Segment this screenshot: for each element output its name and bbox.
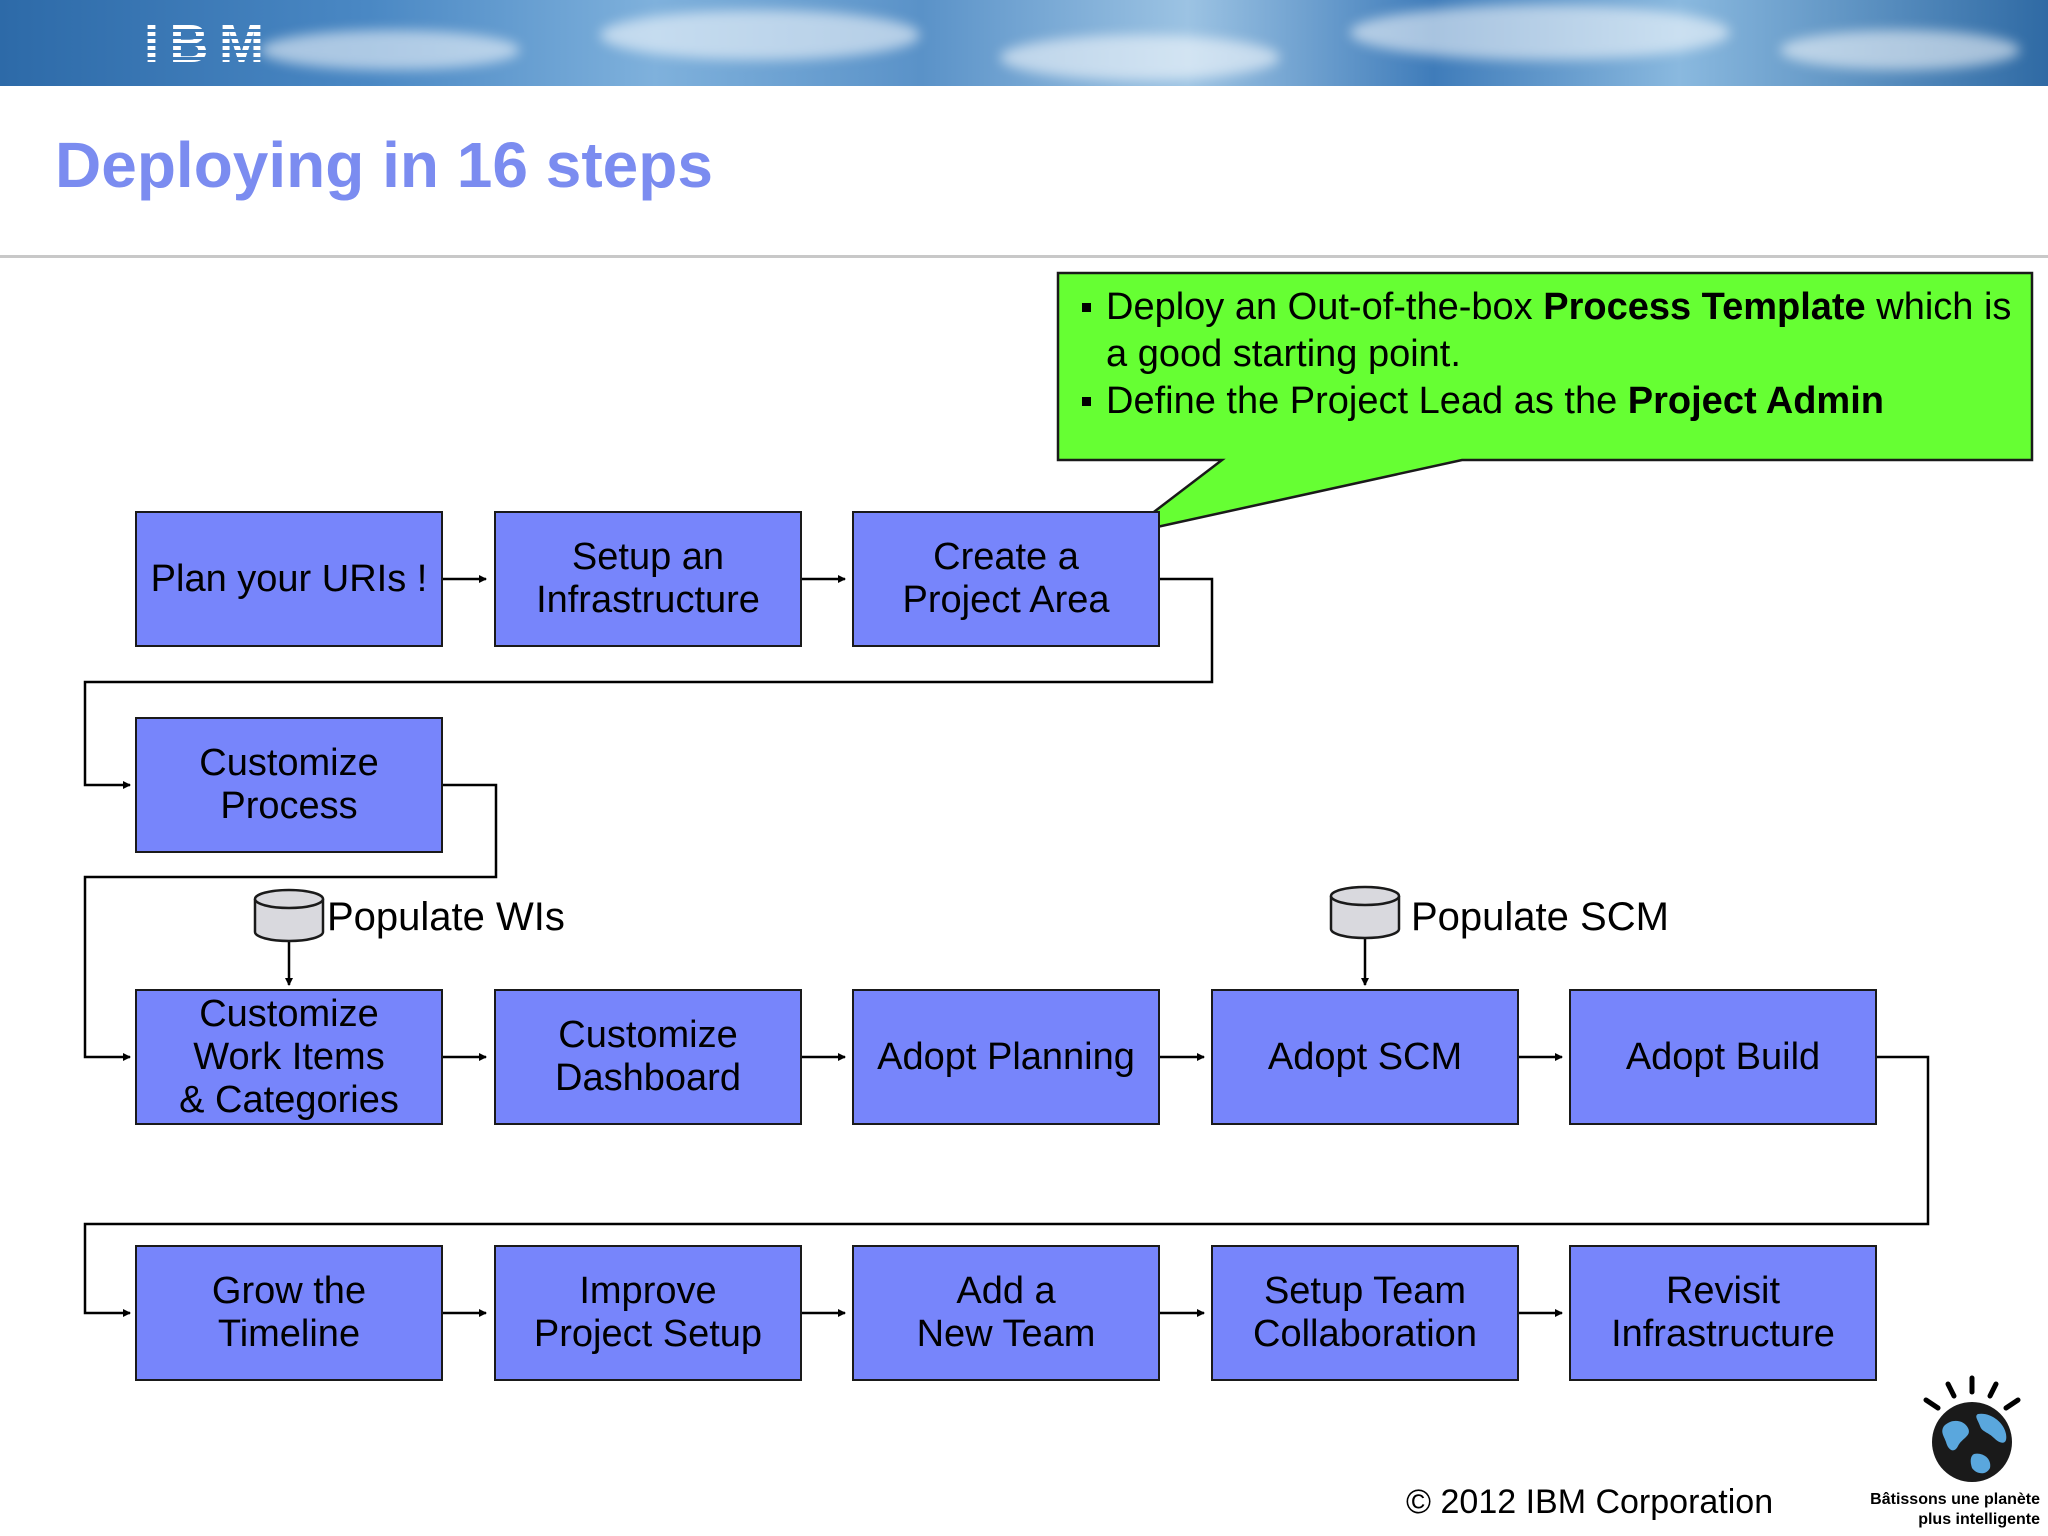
step-plan-uris: Plan your URIs ! bbox=[135, 511, 443, 647]
step-create-project-area: Create a Project Area bbox=[852, 511, 1160, 647]
header-banner: IBM bbox=[0, 0, 2048, 86]
connector-3-4 bbox=[83, 577, 1214, 789]
ibm-logo: IBM bbox=[144, 18, 264, 68]
database-icon bbox=[1329, 885, 1401, 940]
step-adopt-build: Adopt Build bbox=[1569, 989, 1877, 1125]
step-improve-project-setup: Improve Project Setup bbox=[494, 1245, 802, 1381]
step-revisit-infrastructure: Revisit Infrastructure bbox=[1569, 1245, 1877, 1381]
callout-bullet: Deploy an Out-of-the-box Process Templat… bbox=[1080, 284, 2020, 378]
callout-bullet: Define the Project Lead as the Project A… bbox=[1080, 378, 2020, 425]
step-add-new-team: Add a New Team bbox=[852, 1245, 1160, 1381]
populate-wis-label: Populate WIs bbox=[327, 895, 565, 939]
bullet-square-icon bbox=[1082, 397, 1091, 406]
database-icon bbox=[253, 888, 325, 943]
step-adopt-scm: Adopt SCM bbox=[1211, 989, 1519, 1125]
step-customize-work-items: Customize Work Items & Categories bbox=[135, 989, 443, 1125]
populate-scm-label: Populate SCM bbox=[1411, 895, 1669, 939]
smarter-planet-globe-icon bbox=[1923, 1375, 2021, 1482]
step-customize-dashboard: Customize Dashboard bbox=[494, 989, 802, 1125]
connector-4-5 bbox=[83, 783, 498, 1061]
bullet-square-icon bbox=[1082, 303, 1091, 312]
connector-9-10 bbox=[83, 1055, 1930, 1317]
copyright: © 2012 IBM Corporation bbox=[1406, 1483, 1774, 1521]
slide-title: Deploying in 16 steps bbox=[55, 129, 713, 201]
title-divider bbox=[0, 255, 2048, 258]
step-grow-timeline: Grow the Timeline bbox=[135, 1245, 443, 1381]
smarter-planet-tagline: Bâtissons une planète plus intelligente bbox=[1870, 1491, 2040, 1528]
step-setup-team-collaboration: Setup Team Collaboration bbox=[1211, 1245, 1519, 1381]
step-adopt-planning: Adopt Planning bbox=[852, 989, 1160, 1125]
step-setup-infrastructure: Setup an Infrastructure bbox=[494, 511, 802, 647]
step-customize-process: Customize Process bbox=[135, 717, 443, 853]
callout-bubble bbox=[1056, 271, 2034, 536]
callout-text: Deploy an Out-of-the-box Process Templat… bbox=[1080, 284, 2020, 425]
